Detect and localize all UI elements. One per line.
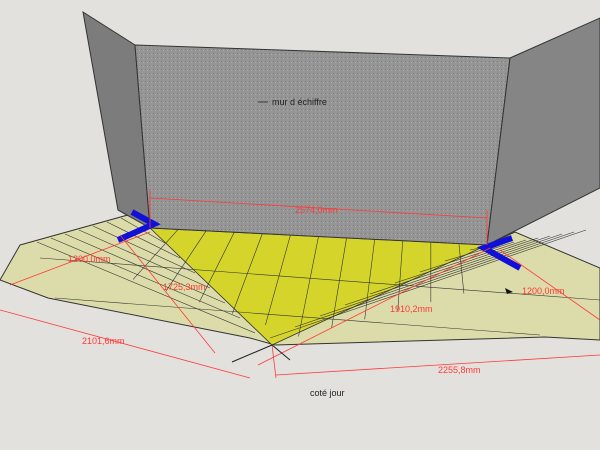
grid-line (394, 239, 527, 284)
stair-lines (231, 344, 291, 363)
grid-line (298, 236, 319, 337)
grid-line (331, 237, 347, 328)
corner-marker-right (476, 235, 522, 271)
side-label: coté jour (310, 388, 345, 398)
grid-line (92, 225, 196, 274)
grid-line (319, 233, 563, 317)
dimension-lines (0, 190, 600, 379)
dim-right-outer: 2255,8mm (438, 365, 481, 375)
grid-line (64, 233, 226, 304)
dim-right-run: 1200,0mm (522, 286, 565, 296)
grid-line (54, 297, 541, 336)
grid-line (269, 229, 587, 339)
grid-line (39, 257, 600, 301)
grid-line (78, 229, 211, 289)
grid-line (106, 221, 181, 259)
wall-label: mur d échiffre (272, 97, 327, 107)
grid-line (198, 232, 235, 303)
wall-right-face (486, 17, 600, 246)
cursor-arrow-icon (505, 288, 513, 294)
grid-line (458, 243, 465, 294)
wall-front-face (134, 44, 511, 246)
dim-left-run: 1200,0mm (68, 254, 111, 264)
wall-left-face (82, 10, 151, 229)
grid-line (132, 229, 179, 280)
grid-line (165, 230, 207, 291)
grid-line (397, 240, 404, 311)
grid-line (344, 235, 551, 306)
dim-left-outer: 2101,6mm (82, 336, 125, 346)
grid-line (50, 237, 241, 319)
dim-right-diagonal: 1910,2mm (390, 304, 433, 314)
grid-line (294, 231, 575, 328)
tread-grid (36, 213, 600, 339)
corner-marker-left (116, 209, 161, 243)
grid-line (364, 239, 375, 320)
grid-line (265, 235, 291, 326)
dim-left-diagonal: 1725,3mm (163, 282, 206, 292)
dim-wall-width: 2574,0mm (295, 205, 338, 215)
grid-line (419, 241, 515, 273)
grid-line (36, 241, 256, 334)
